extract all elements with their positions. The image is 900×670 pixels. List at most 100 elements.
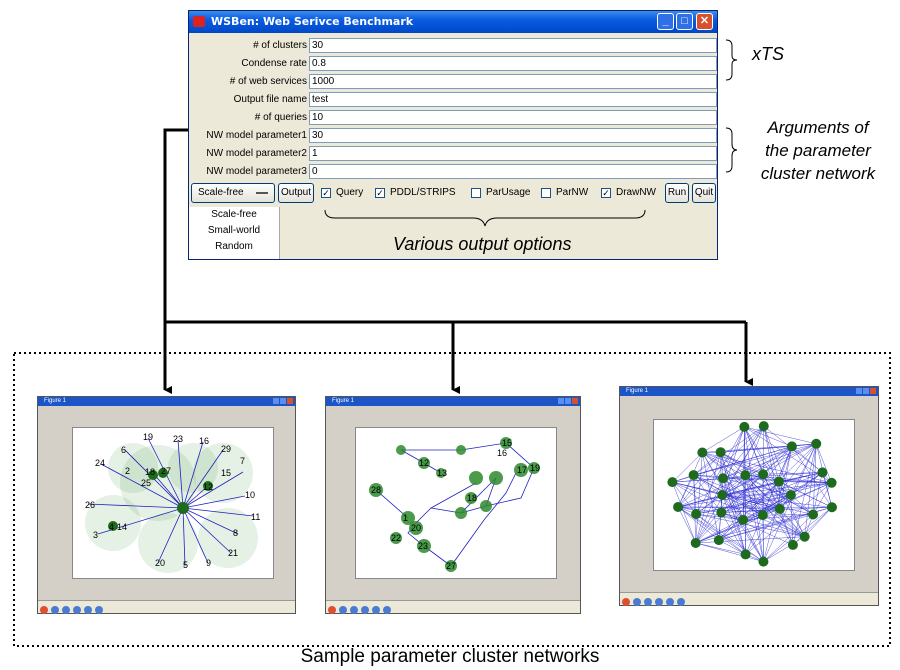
output-options-brace — [324, 209, 646, 227]
network-node — [713, 535, 724, 546]
field-row-param3: NW model parameter3 0 — [189, 163, 717, 180]
figure-window-buttons[interactable] — [273, 398, 293, 404]
figure-window-buttons[interactable] — [856, 388, 876, 394]
svg-text:12: 12 — [419, 458, 429, 468]
field-label: Condense rate — [241, 58, 307, 69]
svg-text:13: 13 — [437, 468, 447, 478]
network-node — [826, 502, 837, 513]
network-node — [715, 447, 726, 458]
back-icon[interactable] — [633, 598, 641, 606]
condense-rate-input[interactable]: 0.8 — [309, 56, 717, 71]
quit-button[interactable]: Quit — [692, 183, 716, 203]
pddl-checkbox[interactable]: ✓ — [375, 188, 385, 198]
minimize-icon[interactable]: _ — [657, 13, 674, 30]
window-title: WSBen: Web Serivce Benchmark — [211, 15, 414, 28]
svg-text:25: 25 — [141, 478, 151, 488]
nw-param3-input[interactable]: 0 — [309, 164, 717, 179]
network-node — [673, 501, 684, 512]
back-icon[interactable] — [51, 606, 59, 614]
select-indicator-icon — [256, 192, 268, 194]
save-icon[interactable] — [383, 606, 391, 614]
xts-annotation: xTS — [752, 44, 785, 64]
back-icon[interactable] — [339, 606, 347, 614]
forward-icon[interactable] — [62, 606, 70, 614]
close-icon[interactable]: ✕ — [696, 13, 713, 30]
sample-frame — [13, 352, 891, 647]
parusage-checkbox[interactable] — [471, 188, 481, 198]
checkbox-label: DrawNW — [616, 187, 656, 198]
svg-text:23: 23 — [173, 434, 183, 444]
model-select[interactable]: Scale-free — [191, 183, 275, 203]
home-icon[interactable] — [622, 598, 630, 606]
home-icon[interactable] — [40, 606, 48, 614]
window-titlebar[interactable]: WSBen: Web Serivce Benchmark _ □ ✕ — [189, 11, 717, 33]
figure-title-text: Figure 1 — [626, 388, 649, 394]
menu-item-random[interactable]: Random — [215, 241, 253, 252]
drawnw-checkbox[interactable]: ✓ — [601, 188, 611, 198]
figure-title-text: Figure 1 — [44, 398, 67, 404]
figure-window-buttons[interactable] — [558, 398, 578, 404]
clusters-input[interactable]: 30 — [309, 38, 717, 53]
network-node — [697, 447, 708, 458]
network-node — [739, 421, 750, 432]
nw-param2-input[interactable]: 1 — [309, 146, 717, 161]
save-icon[interactable] — [95, 606, 103, 614]
nw-param1-input[interactable]: 30 — [309, 128, 717, 143]
network-node — [817, 467, 828, 478]
forward-icon[interactable] — [350, 606, 358, 614]
field-label: NW model parameter1 — [206, 130, 307, 141]
arguments-line: the parameter — [765, 141, 871, 160]
field-label: Output file name — [233, 94, 307, 105]
svg-text:16: 16 — [497, 448, 507, 458]
figure-title[interactable]: Figure 1 — [38, 397, 295, 406]
arguments-brace — [725, 127, 738, 173]
output-button[interactable]: Output — [278, 183, 314, 203]
network-node — [757, 510, 768, 521]
output-file-input[interactable]: test — [309, 92, 717, 107]
run-button[interactable]: Run — [665, 183, 689, 203]
model-select-value: Scale-free — [198, 187, 244, 198]
network-node — [773, 476, 784, 487]
svg-text:26: 26 — [85, 500, 95, 510]
svg-text:27: 27 — [446, 561, 456, 571]
parnw-checkbox[interactable] — [541, 188, 551, 198]
zoom-icon[interactable] — [372, 606, 380, 614]
zoom-icon[interactable] — [84, 606, 92, 614]
pan-icon[interactable] — [655, 598, 663, 606]
svg-text:24: 24 — [95, 458, 105, 468]
figure-title[interactable]: Figure 1 — [326, 397, 580, 406]
save-icon[interactable] — [677, 598, 685, 606]
svg-text:4: 4 — [109, 522, 114, 532]
svg-text:12: 12 — [203, 482, 213, 492]
field-label: # of web services — [229, 76, 307, 87]
svg-text:28: 28 — [371, 485, 381, 495]
maximize-icon[interactable]: □ — [676, 13, 693, 30]
svg-text:11: 11 — [251, 512, 260, 522]
web-services-input[interactable]: 1000 — [309, 74, 717, 89]
checkbox-label: ParUsage — [486, 187, 531, 198]
svg-text:16: 16 — [199, 436, 209, 446]
svg-text:1: 1 — [403, 513, 408, 523]
arguments-annotation: Arguments of the parameter cluster netwo… — [738, 116, 898, 185]
svg-text:2: 2 — [125, 466, 130, 476]
svg-text:15: 15 — [221, 468, 231, 478]
arguments-line: Arguments of — [767, 118, 869, 137]
menu-item-small-world[interactable]: Small-world — [207, 225, 261, 236]
network-node — [786, 441, 797, 452]
svg-text:7: 7 — [240, 456, 245, 466]
query-checkbox[interactable]: ✓ — [321, 188, 331, 198]
svg-text:3: 3 — [93, 530, 98, 540]
queries-input[interactable]: 10 — [309, 110, 717, 125]
home-icon[interactable] — [328, 606, 336, 614]
network-node — [717, 490, 728, 500]
network-node — [691, 509, 702, 520]
pan-icon[interactable] — [361, 606, 369, 614]
menu-item-scale-free[interactable]: Scale-free — [211, 209, 257, 220]
svg-text:18: 18 — [145, 467, 155, 477]
pan-icon[interactable] — [73, 606, 81, 614]
zoom-icon[interactable] — [666, 598, 674, 606]
field-label: # of clusters — [253, 40, 307, 51]
figure-title[interactable]: Figure 1 — [620, 387, 878, 396]
forward-icon[interactable] — [644, 598, 652, 606]
svg-text:8: 8 — [233, 528, 238, 538]
